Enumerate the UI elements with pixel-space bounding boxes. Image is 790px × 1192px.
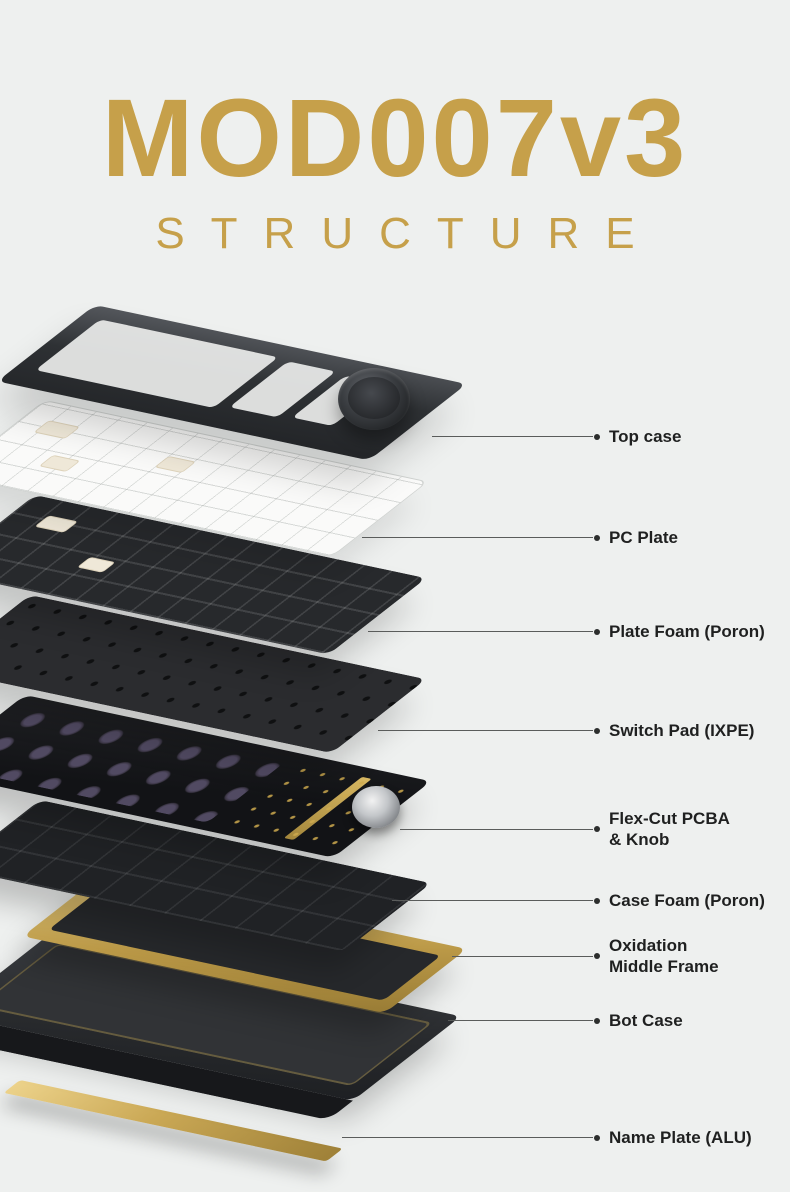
callout-label: Switch Pad (IXPE) [609,720,754,741]
callout-label: Plate Foam (Poron) [609,621,765,642]
knob-top-surface [348,376,400,419]
page-title: MOD007v3 [101,77,689,200]
callout-dot [594,953,600,959]
callout-plate-foam: Plate Foam (Poron) [368,621,765,642]
callout-dot [594,826,600,832]
callout-bot-case: Bot Case [448,1010,683,1031]
callout-label-line: Plate Foam (Poron) [609,622,765,641]
callout-label: Oxidation Middle Frame [609,935,719,977]
callout-dot [594,1017,600,1024]
leader-line [392,900,593,901]
callout-top-case: Top case [432,426,681,447]
callout-dot [594,534,600,541]
callout-pcba-knob: Flex-Cut PCBA & Knob [400,808,730,850]
leader-line [432,436,593,437]
callout-name-plate: Name Plate (ALU) [342,1127,752,1148]
page-subtitle: STRUCTURE [155,209,661,258]
callout-dot [594,1134,600,1141]
top-case-knob [338,368,410,430]
foam-piece [34,515,79,533]
callout-middle-frame: Oxidation Middle Frame [452,935,719,977]
callout-switch-pad: Switch Pad (IXPE) [378,720,754,741]
leader-line [452,955,593,957]
callout-dot [594,897,600,904]
stabilizer-piece [39,454,82,472]
stabilizer-piece [33,420,81,440]
leader-line [378,730,593,731]
callout-label: Top case [609,426,681,447]
callout-label-line: & Knob [609,830,670,849]
foam-piece [76,557,116,574]
leader-line [368,631,593,632]
callout-case-foam: Case Foam (Poron) [392,890,765,911]
header: MOD007v3 STRUCTURE [0,84,790,256]
callout-label: Flex-Cut PCBA & Knob [609,808,730,850]
callout-label-line: Top case [609,427,682,446]
callout-pc-plate: PC Plate [362,527,678,548]
callout-label-line: Bot Case [609,1011,683,1030]
callout-label: Name Plate (ALU) [609,1127,752,1148]
callout-label-line: Switch Pad (IXPE) [609,721,755,740]
callout-label: PC Plate [609,527,678,548]
callout-dot [594,628,600,635]
leader-line [342,1137,593,1138]
pcb-knob-shaft [352,786,400,828]
callout-label-line: Oxidation [609,936,688,955]
callout-label-line: Case Foam (Poron) [609,891,765,910]
callout-dot [594,433,600,440]
callout-label-line: Name Plate (ALU) [609,1128,752,1147]
leader-line [448,1020,593,1021]
callout-label: Bot Case [609,1010,683,1031]
leader-line [362,537,593,538]
callout-dot [594,727,600,734]
callout-label-line: Middle Frame [609,957,719,976]
leader-line [400,828,593,830]
callout-label-line: Flex-Cut PCBA [609,809,730,828]
stabilizer-piece [154,455,197,473]
callout-label: Case Foam (Poron) [609,890,765,911]
callout-label-line: PC Plate [609,528,678,547]
top-case-cutout [35,319,279,408]
